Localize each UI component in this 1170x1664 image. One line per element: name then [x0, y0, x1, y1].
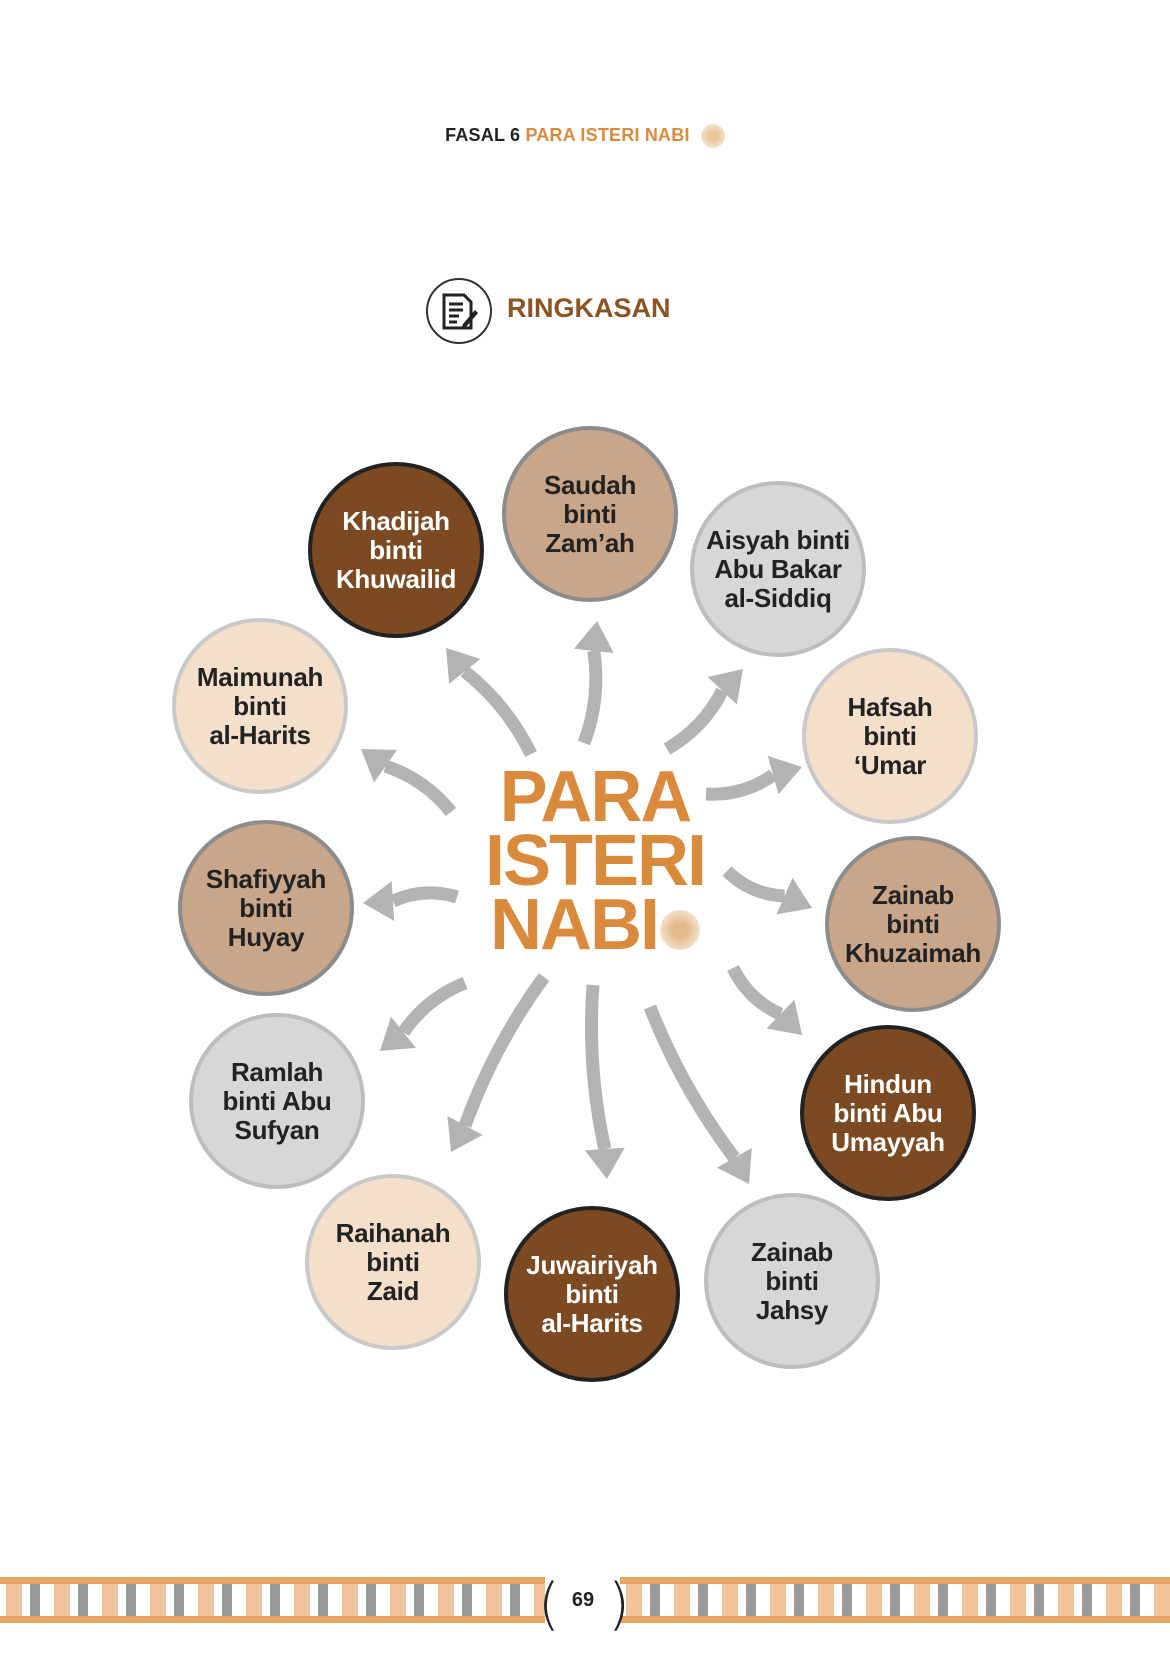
arrow-head: [573, 621, 614, 653]
wife-name: Hafsah binti ‘Umar: [847, 691, 933, 780]
arrow-head: [447, 1116, 483, 1152]
arrow-head: [446, 648, 481, 684]
ornament-band-left: [0, 1577, 545, 1623]
wife-circle: Maimunah binti al-Harits: [172, 618, 348, 794]
right-bracket: ): [608, 1572, 630, 1637]
wife-circle: Saudah binti Zam’ah: [502, 426, 678, 602]
wife-circle: Hindun binti Abu Umayyah: [800, 1025, 976, 1201]
running-header: FASAL 6 PARA ISTERI NABI: [0, 124, 1170, 148]
arrow-shaft: [390, 886, 459, 908]
calligraphy-seal-icon: [700, 124, 725, 148]
wife-name: Zainab binti Khuzaimah: [845, 879, 981, 968]
wife-name: Aisyah binti Abu Bakar al-Siddiq: [706, 524, 850, 613]
arrow-shaft: [722, 866, 785, 903]
arrow-head: [716, 1148, 752, 1184]
wife-name: Raihanah binti Zaid: [335, 1217, 451, 1306]
wife-name: Juwairiyah binti al-Harits: [526, 1249, 658, 1338]
wife-name: Maimunah binti al-Harits: [196, 661, 324, 750]
wife-name: Ramlah binti Abu Sufyan: [222, 1056, 332, 1145]
center-title-line3: NABI: [490, 885, 660, 965]
arrow-head: [776, 877, 812, 915]
chapter-label: FASAL 6: [445, 124, 521, 145]
arrow-head: [584, 1147, 625, 1179]
wife-circle: Shafiyyah binti Huyay: [178, 820, 354, 996]
center-title-line1: PARA: [499, 757, 693, 837]
arrow-shaft: [383, 760, 457, 817]
ornament-band-right: [620, 1577, 1170, 1623]
wife-name: Zainab binti Jahsy: [751, 1236, 833, 1325]
arrow-shaft: [460, 666, 537, 757]
center-title-line2: ISTERI: [484, 821, 707, 901]
arrow-shaft: [584, 984, 612, 1151]
arrow-shaft: [398, 976, 468, 1037]
arrow-shaft: [577, 649, 603, 746]
wife-circle: Zainab binti Jahsy: [704, 1193, 880, 1369]
section-title: RINGKASAN: [507, 293, 671, 323]
wife-name: Shafiyyah binti Huyay: [205, 863, 327, 952]
wife-name: Khadijah binti Khuwailid: [335, 505, 457, 594]
wife-name: Saudah binti Zam’ah: [543, 469, 637, 558]
left-bracket: (: [538, 1572, 560, 1637]
arrow-head: [380, 1016, 416, 1051]
footer-ornament: [0, 1577, 1170, 1623]
wife-circle: Hafsah binti ‘Umar: [802, 648, 978, 824]
arrow-shaft: [727, 965, 784, 1021]
arrow-shaft: [643, 1004, 740, 1162]
center-title: PARA ISTERI NABI: [440, 757, 750, 961]
calligraphy-seal-icon: [660, 909, 700, 950]
wife-circle: Juwairiyah binti al-Harits: [504, 1206, 680, 1382]
arrow-head: [767, 755, 802, 795]
arrow-shaft: [705, 769, 777, 801]
chapter-title: PARA ISTERI NABI: [525, 124, 690, 145]
page-number: 69: [571, 1589, 595, 1611]
wife-circle: Khadijah binti Khuwailid: [308, 462, 484, 638]
wife-circle: Raihanah binti Zaid: [305, 1174, 481, 1350]
wife-circle: Zainab binti Khuzaimah: [825, 836, 1001, 1012]
wife-circle: Ramlah binti Abu Sufyan: [189, 1013, 365, 1189]
arrow-head: [363, 881, 395, 922]
arrow-head: [707, 669, 743, 705]
arrow-shaft: [663, 687, 729, 755]
wife-circle: Aisyah binti Abu Bakar al-Siddiq: [690, 481, 866, 657]
document-edit-icon: [426, 278, 492, 344]
wife-name: Hindun binti Abu Umayyah: [831, 1068, 945, 1157]
arrow-head: [361, 749, 398, 783]
arrow-shaft: [458, 973, 550, 1128]
arrow-head: [766, 999, 802, 1035]
